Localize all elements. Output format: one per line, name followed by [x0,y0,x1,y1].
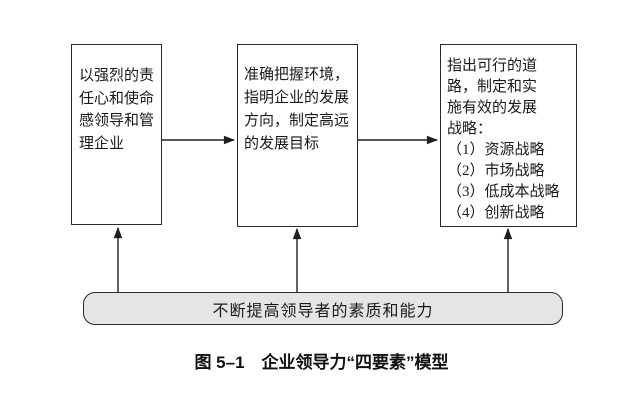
box-lead-manage: 以强烈的责 任心和使命 感领导和管 理企业 [71,44,162,225]
base-quality-box: 不断提高领导者的素质和能力 [83,292,563,325]
base-quality-text: 不断提高领导者的素质和能力 [212,302,434,320]
box-set-direction-text: 准确把握环境， 指明企业的发展 方向，制定高远 的发展目标 [244,67,350,152]
box-lead-manage-text: 以强烈的责 任心和使命 感领导和管 理企业 [79,68,155,152]
figure-caption: 图 5–1 企业领导力“四要素”模型 [194,353,449,372]
box-strategy-text: 指出可行的道 路，制定和实 施有效的发展 战略： （1）资源战略 （2）市场战略… [447,58,560,221]
box-strategy: 指出可行的道 路，制定和实 施有效的发展 战略： （1）资源战略 （2）市场战略… [440,44,577,227]
box-set-direction: 准确把握环境， 指明企业的发展 方向，制定高远 的发展目标 [237,44,358,227]
